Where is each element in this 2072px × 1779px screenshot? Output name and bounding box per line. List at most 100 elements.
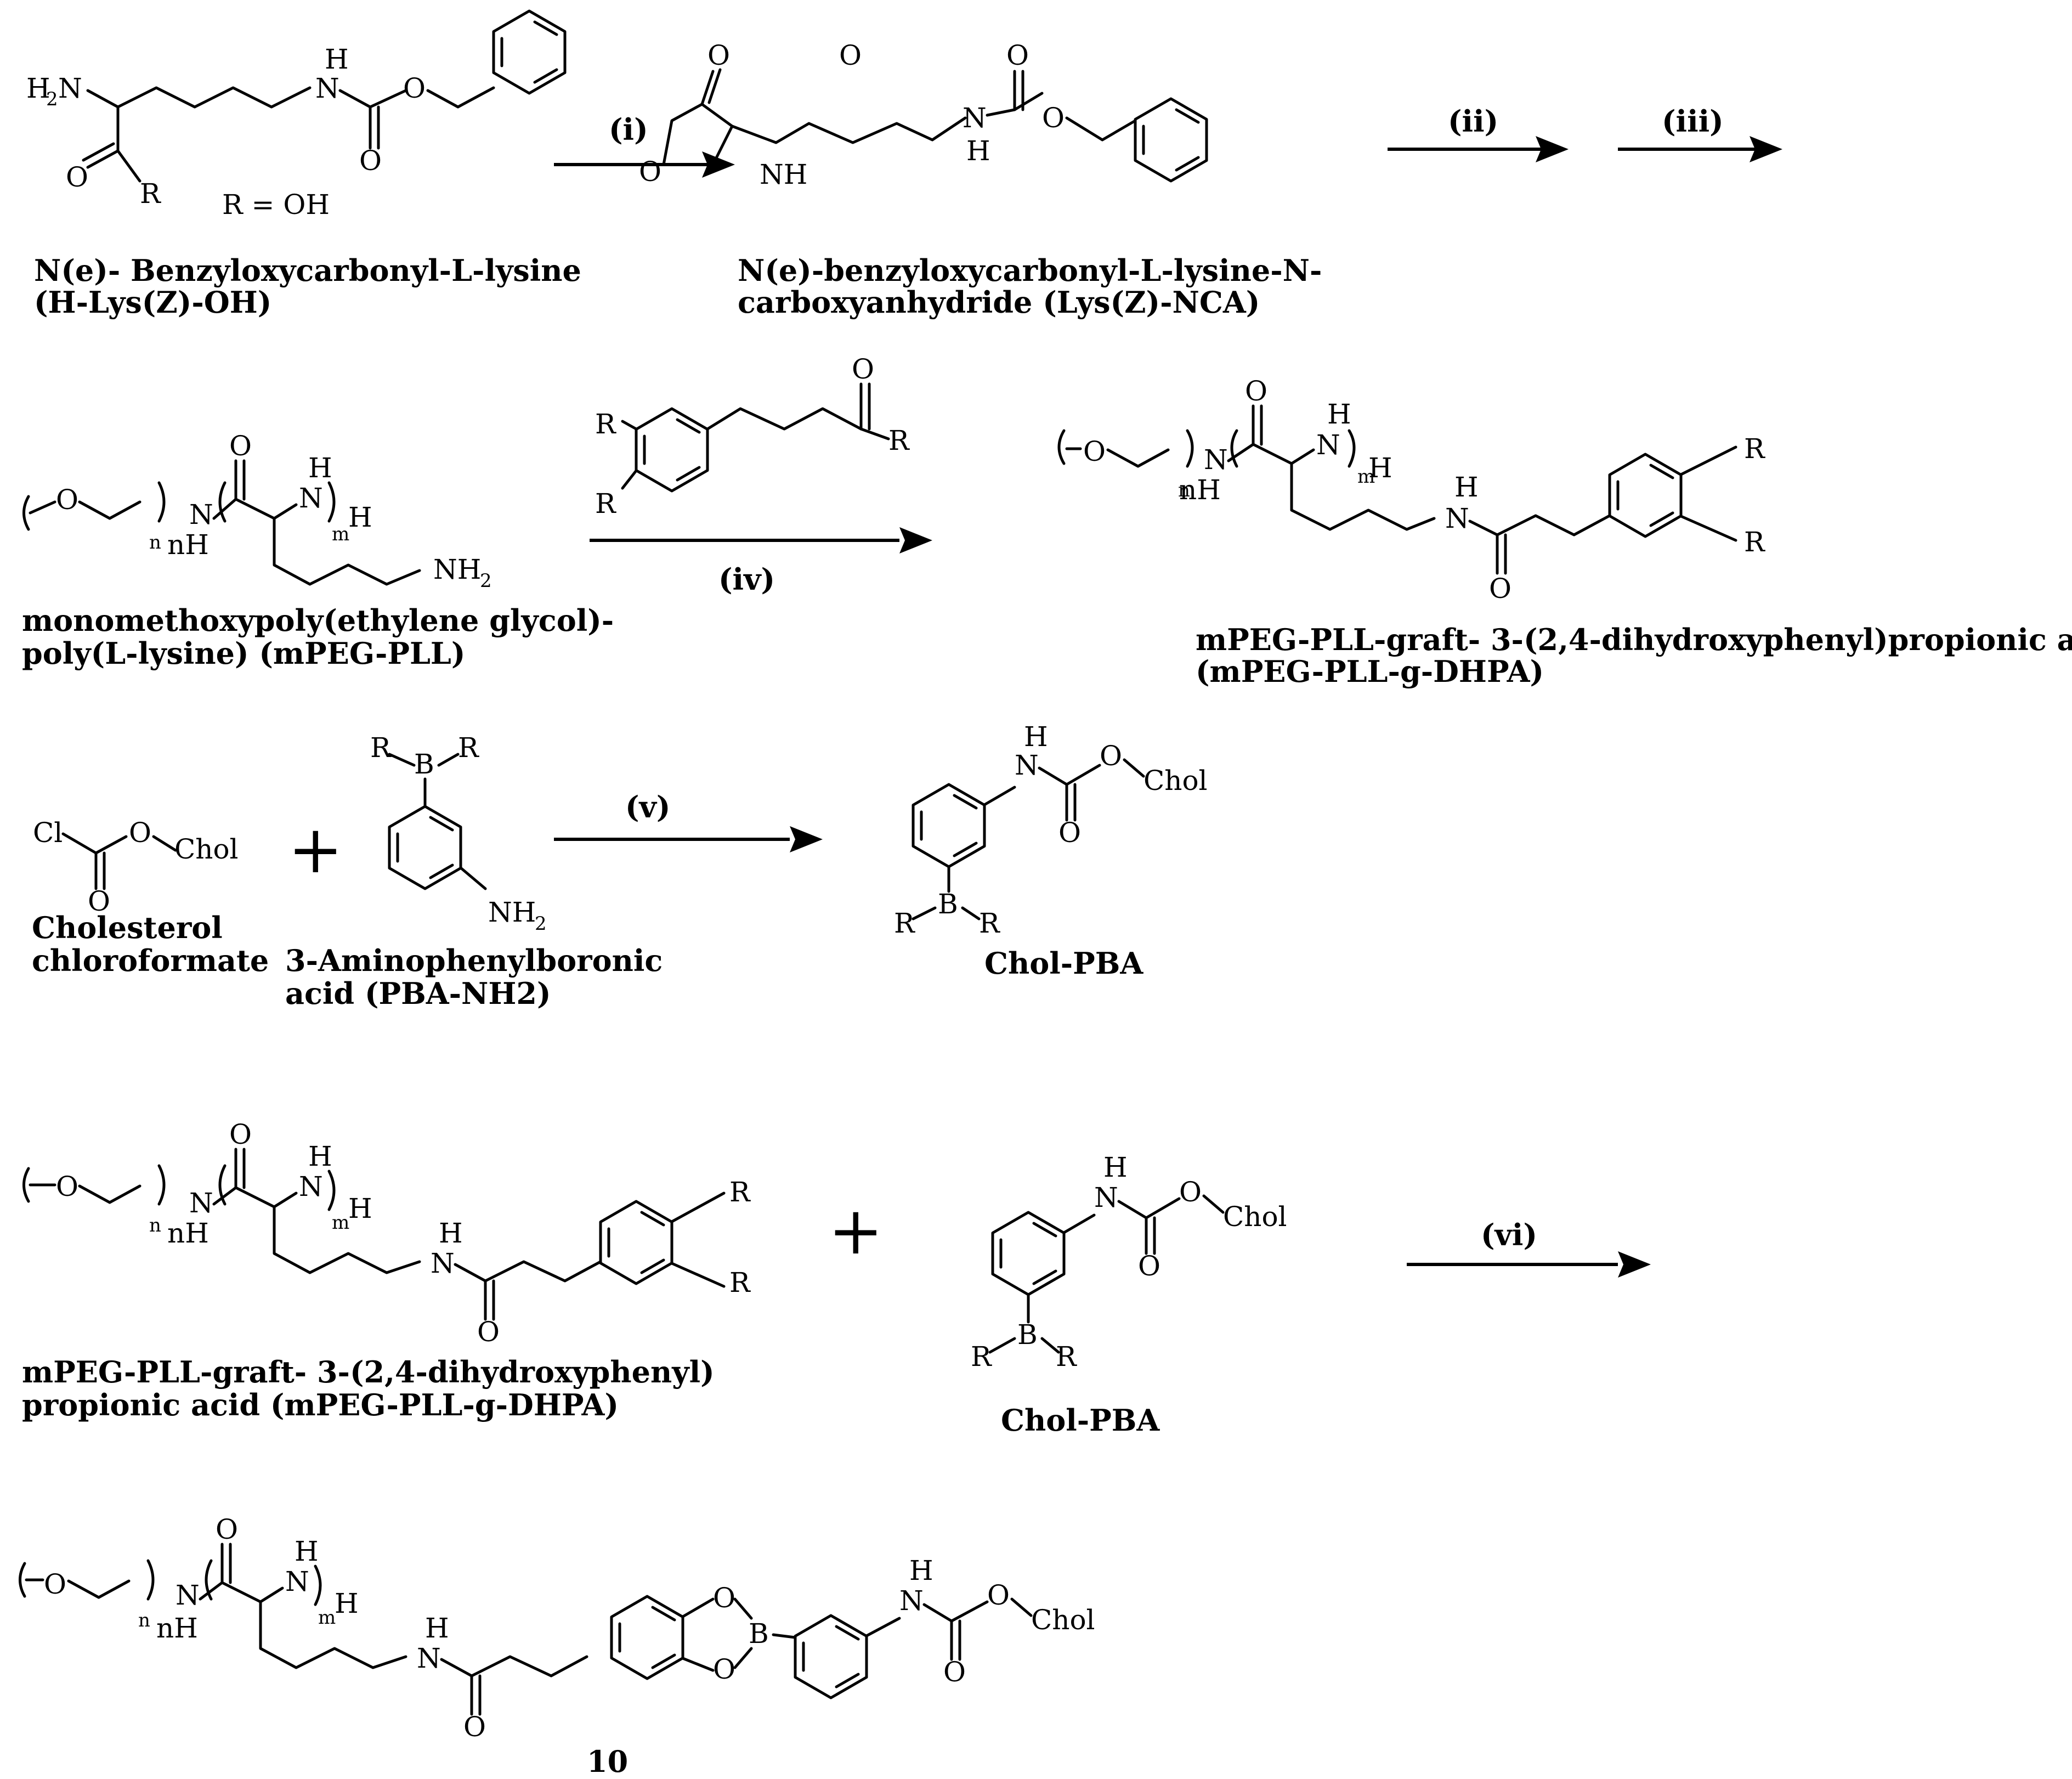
svg-text:O: O bbox=[1006, 39, 1029, 71]
svg-text:(vi): (vi) bbox=[1481, 1217, 1537, 1252]
svg-text:n: n bbox=[149, 1215, 161, 1236]
svg-text:H: H bbox=[1024, 721, 1048, 753]
svg-text:2: 2 bbox=[480, 570, 492, 592]
svg-text:m: m bbox=[332, 1212, 349, 1234]
cholesterol-chloroformate-structure: Cl O O Chol bbox=[33, 817, 239, 917]
svg-text:O: O bbox=[1245, 375, 1267, 407]
svg-text:O: O bbox=[477, 1316, 500, 1348]
benzene-ring-icon bbox=[601, 1201, 672, 1284]
compound-number-10: 10 bbox=[587, 1744, 628, 1779]
caption-dhpa2-line1: mPEG-PLL-graft- 3-(2,4-dihydroxyphenyl) bbox=[22, 1354, 715, 1390]
svg-text:NH: NH bbox=[760, 159, 807, 190]
caption-chol-pba-2: Chol-PBA bbox=[1001, 1403, 1160, 1438]
svg-text:N: N bbox=[417, 1642, 441, 1674]
svg-text:R: R bbox=[595, 408, 616, 440]
svg-text:(i): (i) bbox=[609, 112, 648, 147]
svg-text:N: N bbox=[963, 102, 987, 134]
svg-text:B: B bbox=[1017, 1319, 1038, 1351]
svg-text:2: 2 bbox=[535, 913, 547, 935]
svg-text:Chol: Chol bbox=[1031, 1604, 1095, 1636]
svg-text:O: O bbox=[707, 39, 730, 71]
caption-nca-line2: carboxyanhydride (Lys(Z)-NCA) bbox=[738, 285, 1260, 320]
svg-text:O: O bbox=[403, 72, 426, 104]
svg-text:Chol: Chol bbox=[174, 833, 239, 865]
pba-nh2-structure: R B R NH 2 bbox=[370, 732, 547, 935]
svg-text:O: O bbox=[229, 1119, 252, 1150]
svg-text:O: O bbox=[1100, 740, 1122, 772]
mpeg-pll-structure: O n nH N O H N m H NH 2 bbox=[22, 430, 492, 592]
svg-text:N: N bbox=[176, 1579, 200, 1611]
svg-text:H: H bbox=[1454, 471, 1479, 503]
svg-text:H: H bbox=[966, 135, 990, 167]
svg-text:H: H bbox=[335, 1588, 359, 1619]
benzene-ring-icon bbox=[612, 1596, 683, 1679]
benzene-ring-icon bbox=[1610, 454, 1681, 536]
svg-text:H: H bbox=[325, 43, 349, 75]
svg-text:Chol: Chol bbox=[1143, 765, 1208, 797]
caption-cholcf-line2: chloroformate bbox=[32, 943, 269, 978]
svg-text:R: R bbox=[458, 732, 479, 764]
svg-text:m: m bbox=[332, 523, 349, 545]
svg-text:H: H bbox=[295, 1535, 319, 1567]
svg-text:O: O bbox=[987, 1579, 1010, 1611]
svg-text:R: R bbox=[140, 178, 161, 210]
svg-text:nH: nH bbox=[1179, 474, 1221, 506]
plus-sign-1: + bbox=[288, 812, 343, 888]
svg-text:B: B bbox=[414, 748, 434, 780]
caption-pba-line2: acid (PBA-NH2) bbox=[285, 976, 551, 1011]
svg-text:N: N bbox=[1204, 444, 1228, 476]
svg-text:H: H bbox=[439, 1217, 463, 1249]
svg-text:R: R bbox=[595, 488, 616, 519]
svg-text:nH: nH bbox=[167, 1217, 209, 1249]
svg-text:n: n bbox=[1178, 479, 1190, 501]
svg-text:O: O bbox=[66, 161, 88, 193]
svg-text:N: N bbox=[285, 1566, 309, 1597]
lys-z-nca-structure: O O NH O N H O O bbox=[639, 39, 1207, 190]
svg-text:O: O bbox=[1058, 817, 1081, 849]
svg-text:O: O bbox=[229, 430, 252, 462]
arrow-step-5: (v) bbox=[554, 789, 823, 852]
svg-text:O: O bbox=[943, 1656, 966, 1688]
svg-text:O: O bbox=[852, 353, 874, 385]
benzene-ring-icon bbox=[795, 1616, 867, 1698]
svg-text:NH: NH bbox=[488, 896, 536, 928]
plus-sign-2: + bbox=[828, 1193, 884, 1269]
benzene-ring-icon bbox=[1135, 99, 1207, 181]
svg-text:N: N bbox=[431, 1247, 455, 1279]
svg-text:(v): (v) bbox=[625, 789, 670, 824]
svg-text:n: n bbox=[138, 1609, 150, 1631]
svg-text:H: H bbox=[1368, 452, 1392, 484]
svg-text:H: H bbox=[308, 452, 332, 484]
svg-text:N: N bbox=[299, 482, 323, 514]
svg-text:H: H bbox=[308, 1140, 332, 1172]
svg-text:R: R bbox=[729, 1267, 751, 1298]
svg-text:N: N bbox=[315, 72, 339, 104]
svg-text:N: N bbox=[1094, 1182, 1118, 1213]
benzene-ring-icon bbox=[993, 1212, 1064, 1295]
svg-text:O: O bbox=[56, 1171, 78, 1202]
svg-text:Chol: Chol bbox=[1223, 1201, 1287, 1233]
mpeg-pll-g-dhpa-structure-2: O n nH N O H N m H H N O R R bbox=[22, 1119, 751, 1348]
svg-text:R: R bbox=[979, 907, 1000, 939]
arrow-step-2: (ii) bbox=[1388, 104, 1569, 162]
svg-text:m: m bbox=[318, 1607, 336, 1629]
svg-text:O: O bbox=[216, 1513, 238, 1545]
svg-text:R: R bbox=[729, 1176, 751, 1208]
svg-text:R: R bbox=[1744, 433, 1765, 465]
svg-text:m: m bbox=[1357, 466, 1375, 488]
svg-text:O: O bbox=[359, 145, 382, 177]
svg-text:O: O bbox=[88, 885, 110, 917]
svg-text:N: N bbox=[189, 499, 213, 530]
svg-text:H: H bbox=[1103, 1151, 1128, 1183]
svg-text:O: O bbox=[839, 39, 862, 71]
svg-text:(iv): (iv) bbox=[718, 562, 775, 597]
svg-text:N: N bbox=[299, 1171, 323, 1202]
caption-lys-z-line2: (H-Lys(Z)-OH) bbox=[34, 285, 271, 320]
caption-mpeg-pll-line2: poly(L-lysine) (mPEG-PLL) bbox=[22, 636, 465, 671]
caption-cholcf-line1: Cholesterol bbox=[32, 910, 223, 945]
svg-text:O: O bbox=[44, 1568, 66, 1600]
svg-text:R: R bbox=[1056, 1341, 1077, 1373]
svg-text:R: R bbox=[370, 732, 392, 764]
svg-text:R: R bbox=[1744, 526, 1765, 558]
svg-text:N: N bbox=[899, 1585, 924, 1617]
